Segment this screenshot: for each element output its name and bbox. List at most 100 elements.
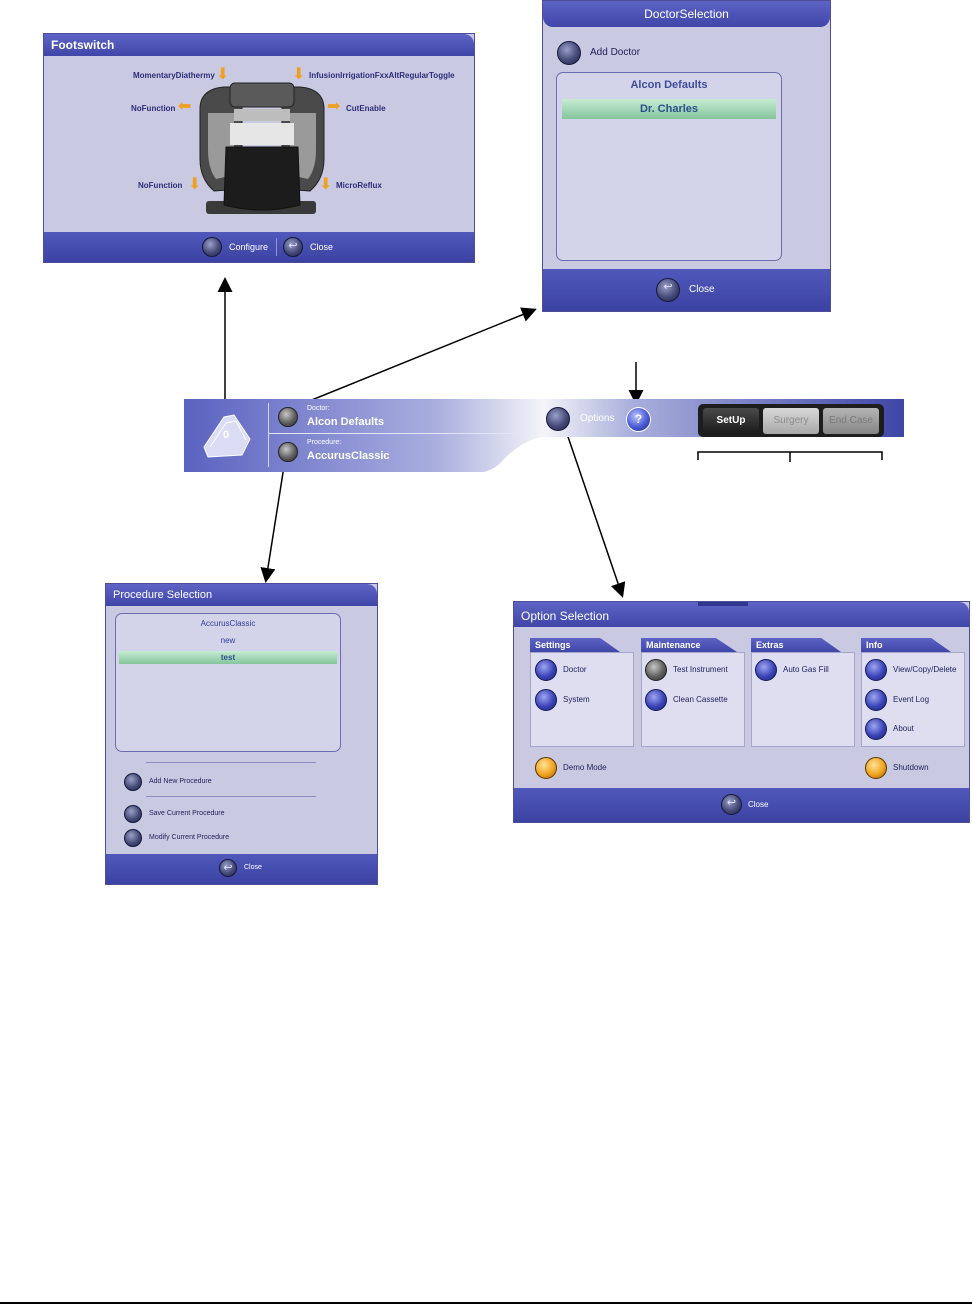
mode-tabs: SetUp Surgery End Case bbox=[698, 404, 884, 437]
doctor-button[interactable]: Doctor: Alcon Defaults bbox=[278, 404, 478, 432]
footswitch-label-bottom-left: NoFunction bbox=[138, 181, 183, 190]
procedure-close-button[interactable]: Close bbox=[219, 859, 279, 879]
event-log-icon bbox=[865, 689, 887, 711]
clean-cassette-label: Clean Cassette bbox=[673, 695, 728, 704]
tab-surgery[interactable]: Surgery bbox=[763, 408, 819, 434]
shutdown-button[interactable]: Shutdown bbox=[865, 757, 960, 779]
demo-mode-icon bbox=[535, 757, 557, 779]
divider bbox=[146, 762, 316, 763]
configure-label: Configure bbox=[229, 242, 269, 252]
footswitch-indicator-button[interactable]: 0 bbox=[198, 407, 256, 463]
arrow-left-icon: ⬅ bbox=[178, 98, 192, 115]
doctor-selection-footer: Close bbox=[543, 269, 830, 311]
system-settings-button[interactable]: System bbox=[535, 689, 630, 711]
return-icon bbox=[283, 237, 303, 257]
close-label: Close bbox=[748, 800, 769, 809]
options-icon bbox=[546, 407, 570, 431]
footswitch-label-mid-left: NoFunction bbox=[131, 104, 176, 113]
clean-cassette-icon bbox=[645, 689, 667, 711]
doctor-settings-icon bbox=[535, 659, 557, 681]
extras-group-header: Extras bbox=[751, 638, 841, 652]
tab-end-case[interactable]: End Case bbox=[823, 408, 879, 434]
view-copy-delete-icon bbox=[865, 659, 887, 681]
option-selection-panel: Option Selection Settings Doctor System … bbox=[513, 601, 970, 823]
test-instrument-icon bbox=[645, 659, 667, 681]
procedure-value: AccurusClassic bbox=[307, 450, 390, 462]
event-log-label: Event Log bbox=[893, 695, 930, 704]
add-doctor-label: Add Doctor bbox=[590, 47, 641, 58]
add-procedure-icon bbox=[124, 773, 142, 791]
arrow-down-icon: ⬇ bbox=[216, 66, 230, 83]
view-copy-delete-button[interactable]: View/Copy/Delete bbox=[865, 659, 965, 681]
doctor-caption: Doctor: bbox=[307, 405, 330, 412]
procedure-selection-title: Procedure Selection bbox=[106, 584, 377, 606]
add-new-procedure-button[interactable]: Add New Procedure bbox=[124, 773, 274, 793]
return-icon bbox=[721, 794, 742, 815]
about-button[interactable]: About bbox=[865, 718, 963, 740]
procedure-list-item-selected[interactable]: test bbox=[119, 651, 337, 664]
arrow-right-icon: ➡ bbox=[327, 98, 341, 115]
footer-divider bbox=[276, 238, 277, 256]
help-button[interactable]: ? bbox=[626, 407, 651, 432]
page-bottom-rule bbox=[0, 1302, 972, 1304]
close-label: Close bbox=[244, 864, 262, 871]
option-close-button[interactable]: Close bbox=[721, 794, 781, 816]
modify-current-procedure-label: Modify Current Procedure bbox=[149, 834, 230, 841]
add-doctor-icon bbox=[557, 41, 581, 65]
doctor-icon bbox=[278, 407, 298, 427]
demo-mode-button[interactable]: Demo Mode bbox=[535, 757, 630, 779]
divider bbox=[146, 796, 316, 797]
footswitch-close-button[interactable]: Close bbox=[283, 236, 343, 258]
doctor-list-item[interactable]: Dr. Charles bbox=[562, 99, 776, 119]
footswitch-title: Footswitch bbox=[44, 34, 474, 56]
doctor-list: Alcon Defaults Dr. Charles bbox=[556, 72, 782, 261]
save-current-procedure-button[interactable]: Save Current Procedure bbox=[124, 805, 274, 825]
add-new-procedure-label: Add New Procedure bbox=[149, 778, 212, 785]
clean-cassette-button[interactable]: Clean Cassette bbox=[645, 689, 743, 711]
doctor-settings-label: Doctor bbox=[563, 665, 587, 674]
arrow-down-icon: ⬇ bbox=[319, 176, 333, 193]
modify-current-procedure-button[interactable]: Modify Current Procedure bbox=[124, 829, 274, 849]
auto-gas-fill-label: Auto Gas Fill bbox=[783, 665, 829, 674]
footswitch-icon bbox=[203, 414, 251, 458]
configure-button[interactable]: Configure bbox=[202, 236, 272, 258]
auto-gas-fill-button[interactable]: Auto Gas Fill bbox=[755, 659, 853, 681]
about-label: About bbox=[893, 724, 914, 733]
view-copy-delete-label: View/Copy/Delete bbox=[893, 665, 957, 674]
doctor-value: Alcon Defaults bbox=[307, 416, 385, 428]
footswitch-pedal-image bbox=[199, 82, 325, 214]
auto-gas-fill-icon bbox=[755, 659, 777, 681]
footswitch-panel: Footswitch MomentaryDiathermy ⬇ ⬇ Infusi… bbox=[43, 33, 475, 263]
status-divider bbox=[269, 433, 524, 434]
procedure-selection-panel: Procedure Selection AccurusClassic new t… bbox=[105, 583, 378, 885]
procedure-caption: Procedure: bbox=[307, 439, 342, 446]
add-doctor-button[interactable]: Add Doctor bbox=[557, 41, 667, 65]
doctor-settings-button[interactable]: Doctor bbox=[535, 659, 630, 681]
options-button[interactable]: Options bbox=[546, 407, 618, 431]
close-label: Close bbox=[689, 284, 715, 295]
save-icon bbox=[124, 805, 142, 823]
test-instrument-button[interactable]: Test Instrument bbox=[645, 659, 743, 681]
configure-icon bbox=[202, 237, 222, 257]
footswitch-label-top-right: InfusionIrrigationFxxAltRegularToggle bbox=[309, 71, 455, 80]
doctor-list-header: Alcon Defaults bbox=[630, 79, 708, 91]
procedure-button[interactable]: Procedure: AccurusClassic bbox=[278, 437, 478, 465]
tab-setup[interactable]: SetUp bbox=[703, 408, 759, 434]
event-log-button[interactable]: Event Log bbox=[865, 689, 963, 711]
doctor-selection-title: DoctorSelection bbox=[543, 1, 830, 27]
return-icon bbox=[656, 278, 680, 302]
procedure-list-header: AccurusClassic bbox=[200, 619, 256, 628]
title-notch bbox=[698, 602, 748, 606]
footswitch-label-mid-right: CutEnable bbox=[346, 104, 386, 113]
option-selection-footer: Close bbox=[514, 788, 969, 822]
shutdown-label: Shutdown bbox=[893, 763, 929, 772]
help-icon: ? bbox=[634, 412, 643, 426]
doctor-close-button[interactable]: Close bbox=[656, 278, 726, 302]
doctor-selection-panel: DoctorSelection Add Doctor Alcon Default… bbox=[542, 0, 831, 312]
status-divider bbox=[268, 403, 269, 467]
footswitch-footer: Configure Close bbox=[44, 232, 474, 262]
procedure-icon bbox=[278, 442, 298, 462]
procedure-list-item[interactable]: new bbox=[220, 636, 236, 645]
footswitch-label-bottom-right: MicroReflux bbox=[336, 181, 382, 190]
shutdown-icon bbox=[865, 757, 887, 779]
